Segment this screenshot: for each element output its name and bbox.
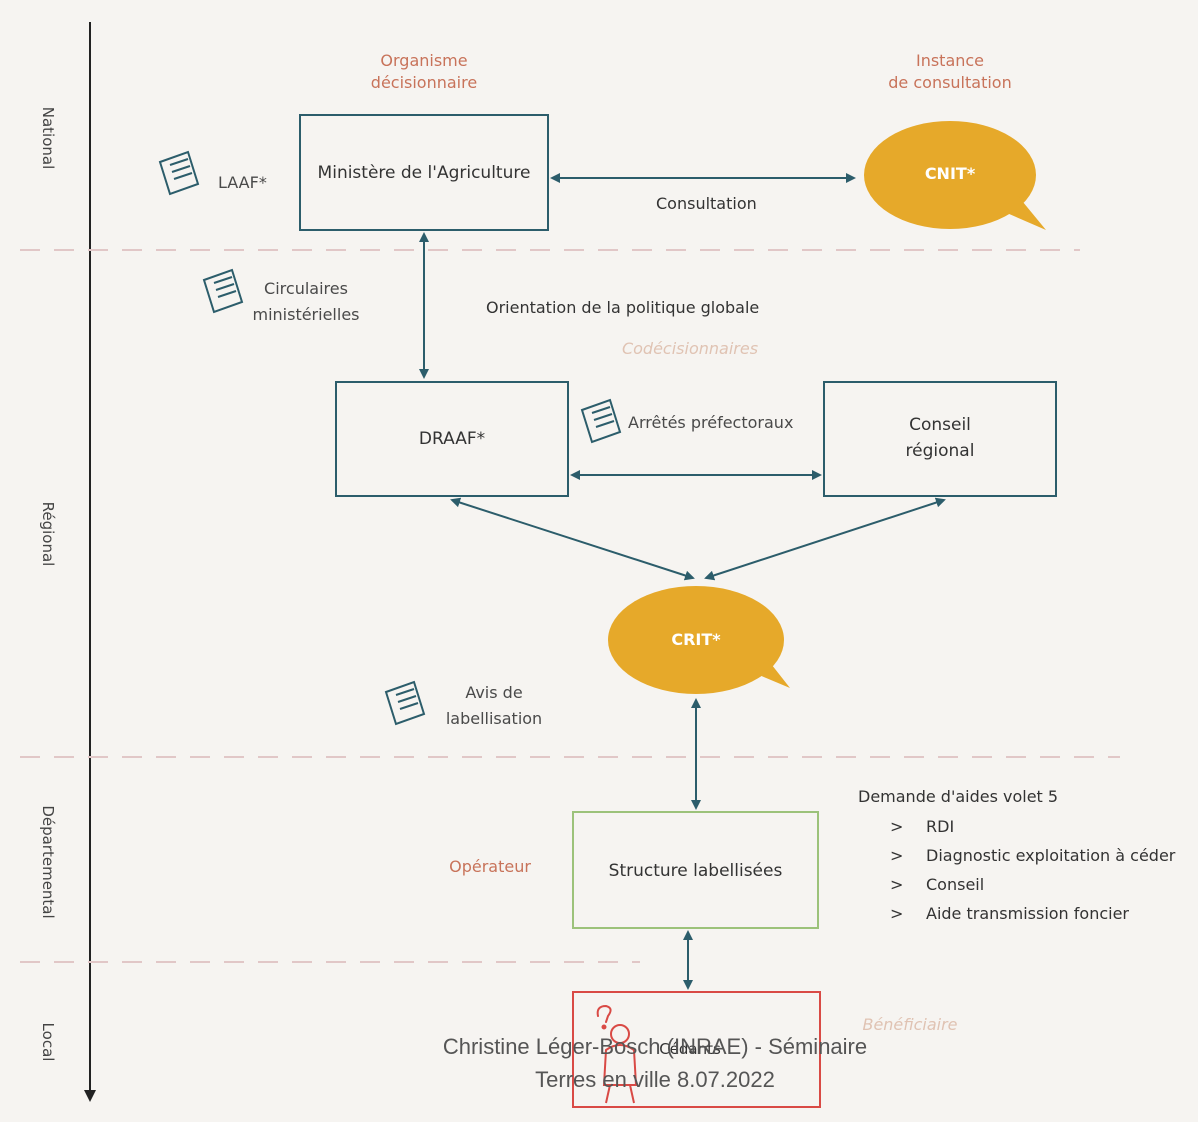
crit-bubble (608, 586, 790, 694)
document-icon (158, 150, 200, 196)
arrow-draaf-crit (450, 497, 695, 581)
role-consultation-body: Instance de consultation (888, 51, 1012, 92)
structure-label: Structure labellisées (608, 861, 783, 881)
consultation-edge-label: Consultation (656, 194, 757, 213)
document-icon (202, 268, 244, 314)
footer-line-2: Terres en ville 8.07.2022 (535, 1067, 775, 1092)
laaf-doc-label: LAAF* (218, 173, 267, 192)
aid-request-title: Demande d'aides volet 5 (858, 787, 1059, 806)
aid-list-item: > Diagnostic exploitation à céder (890, 841, 1175, 870)
cedants-box (572, 991, 821, 1108)
footer-caption: Christine Léger-Bosch (INRAE) - Séminair… (380, 1030, 930, 1096)
cnit-label: CNIT* (924, 164, 976, 183)
cedant-figure-icon (596, 1004, 638, 1104)
bullet-marker: > (890, 817, 904, 836)
circulaires-doc-label: Circulaires ministérielles (252, 279, 360, 324)
level-local: Local (39, 1022, 57, 1062)
aid-list-item: > Aide transmission foncier (890, 899, 1175, 928)
draaf-box (335, 381, 569, 497)
role-decision-body: Organisme décisionnaire (370, 51, 478, 92)
cnit-bubble (864, 121, 1046, 230)
crit-label: CRIT* (671, 630, 721, 649)
ministere-label: Ministère de l'Agriculture (317, 163, 531, 183)
document-icon (384, 680, 426, 726)
bullet-marker: > (890, 875, 904, 894)
document-icon (580, 398, 622, 444)
avis-doc-label: Avis de labellisation (445, 683, 543, 728)
draaf-label: DRAAF* (418, 429, 486, 449)
conseil-regional-label: Conseil régional (905, 415, 975, 461)
level-national: National (39, 106, 57, 170)
aid-list: > RDI > Diagnostic exploitation à céder > C… (890, 812, 1175, 928)
aid-item-label: Diagnostic exploitation à céder (926, 846, 1176, 865)
bullet-marker: > (890, 904, 904, 923)
aid-item-label: Conseil (926, 875, 985, 894)
orientation-edge-label: Orientation de la politique globale (486, 298, 760, 317)
arretes-doc-label: Arrêtés préfectoraux (628, 413, 794, 432)
arrow-conseil-crit (704, 497, 946, 581)
structure-box (572, 811, 819, 929)
conseil-regional-box (823, 381, 1057, 497)
footer-line-1: Christine Léger-Bosch (INRAE) - Séminair… (442, 1034, 868, 1059)
cedants-label: Cédants (659, 1040, 721, 1058)
bullet-marker: > (890, 846, 904, 865)
role-beneficiary: Bénéficiaire (862, 1015, 958, 1034)
level-departemental: Départemental (39, 805, 57, 919)
aid-list-item: > RDI (890, 812, 1175, 841)
level-regional: Régional (39, 501, 57, 567)
role-codecision: Codécisionnaires (621, 339, 759, 358)
role-operator: Opérateur (449, 857, 531, 876)
aid-list-item: > Conseil (890, 870, 1175, 899)
ministere-box (299, 114, 549, 231)
aid-item-label: RDI (926, 817, 955, 836)
aid-item-label: Aide transmission foncier (926, 904, 1129, 923)
